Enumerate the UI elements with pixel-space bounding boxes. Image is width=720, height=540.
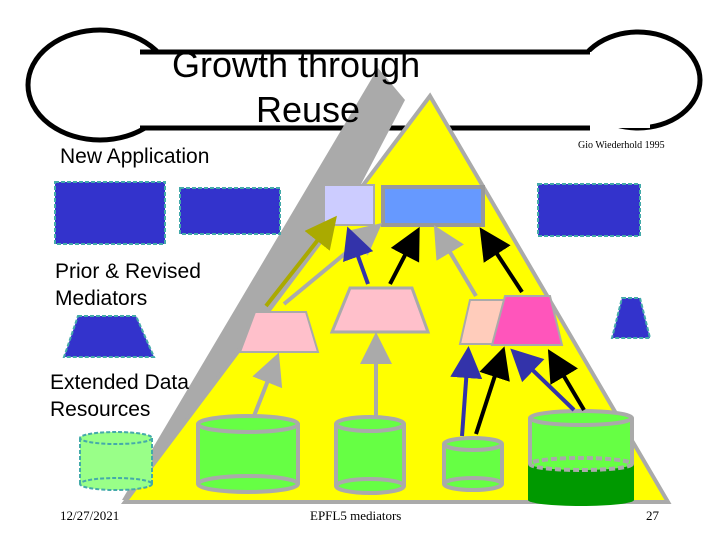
label-mediators-line-2: Mediators <box>55 287 148 310</box>
mediator-left-pink <box>238 311 320 353</box>
app-box-left-1 <box>54 181 166 245</box>
app-box-new <box>381 185 485 227</box>
title-frame <box>25 27 703 143</box>
label-resources-line-2: Resources <box>50 398 151 421</box>
slide-title-line-2: Reuse <box>256 89 361 130</box>
resource-green-1 <box>196 414 300 494</box>
mediator-center-pink <box>329 286 431 334</box>
resource-stacked <box>528 409 634 506</box>
footer-title: EPFL5 mediators <box>310 508 402 523</box>
app-box-left-2 <box>179 187 281 235</box>
footer-date: 12/27/2021 <box>60 508 120 523</box>
label-new-application: New Application <box>60 145 210 168</box>
resource-green-3 <box>442 436 504 492</box>
mediator-right-blue <box>610 297 652 339</box>
author-credit: Gio Wiederhold 1995 <box>578 140 665 151</box>
mediator-magenta <box>490 295 564 346</box>
label-resources-line-1: Extended Data <box>50 371 189 394</box>
app-box-pale <box>323 184 375 226</box>
resource-left-pale <box>79 431 153 491</box>
pyramid-shadow <box>122 68 405 500</box>
page-number: 27 <box>646 508 659 523</box>
slide-title-line-1: Growth through <box>172 44 421 85</box>
label-mediators-line-1: Prior & Revised <box>55 260 201 283</box>
app-box-right <box>537 183 641 237</box>
arrows <box>252 215 586 437</box>
mediator-left-blue <box>62 315 156 358</box>
resource-green-2 <box>334 415 406 495</box>
